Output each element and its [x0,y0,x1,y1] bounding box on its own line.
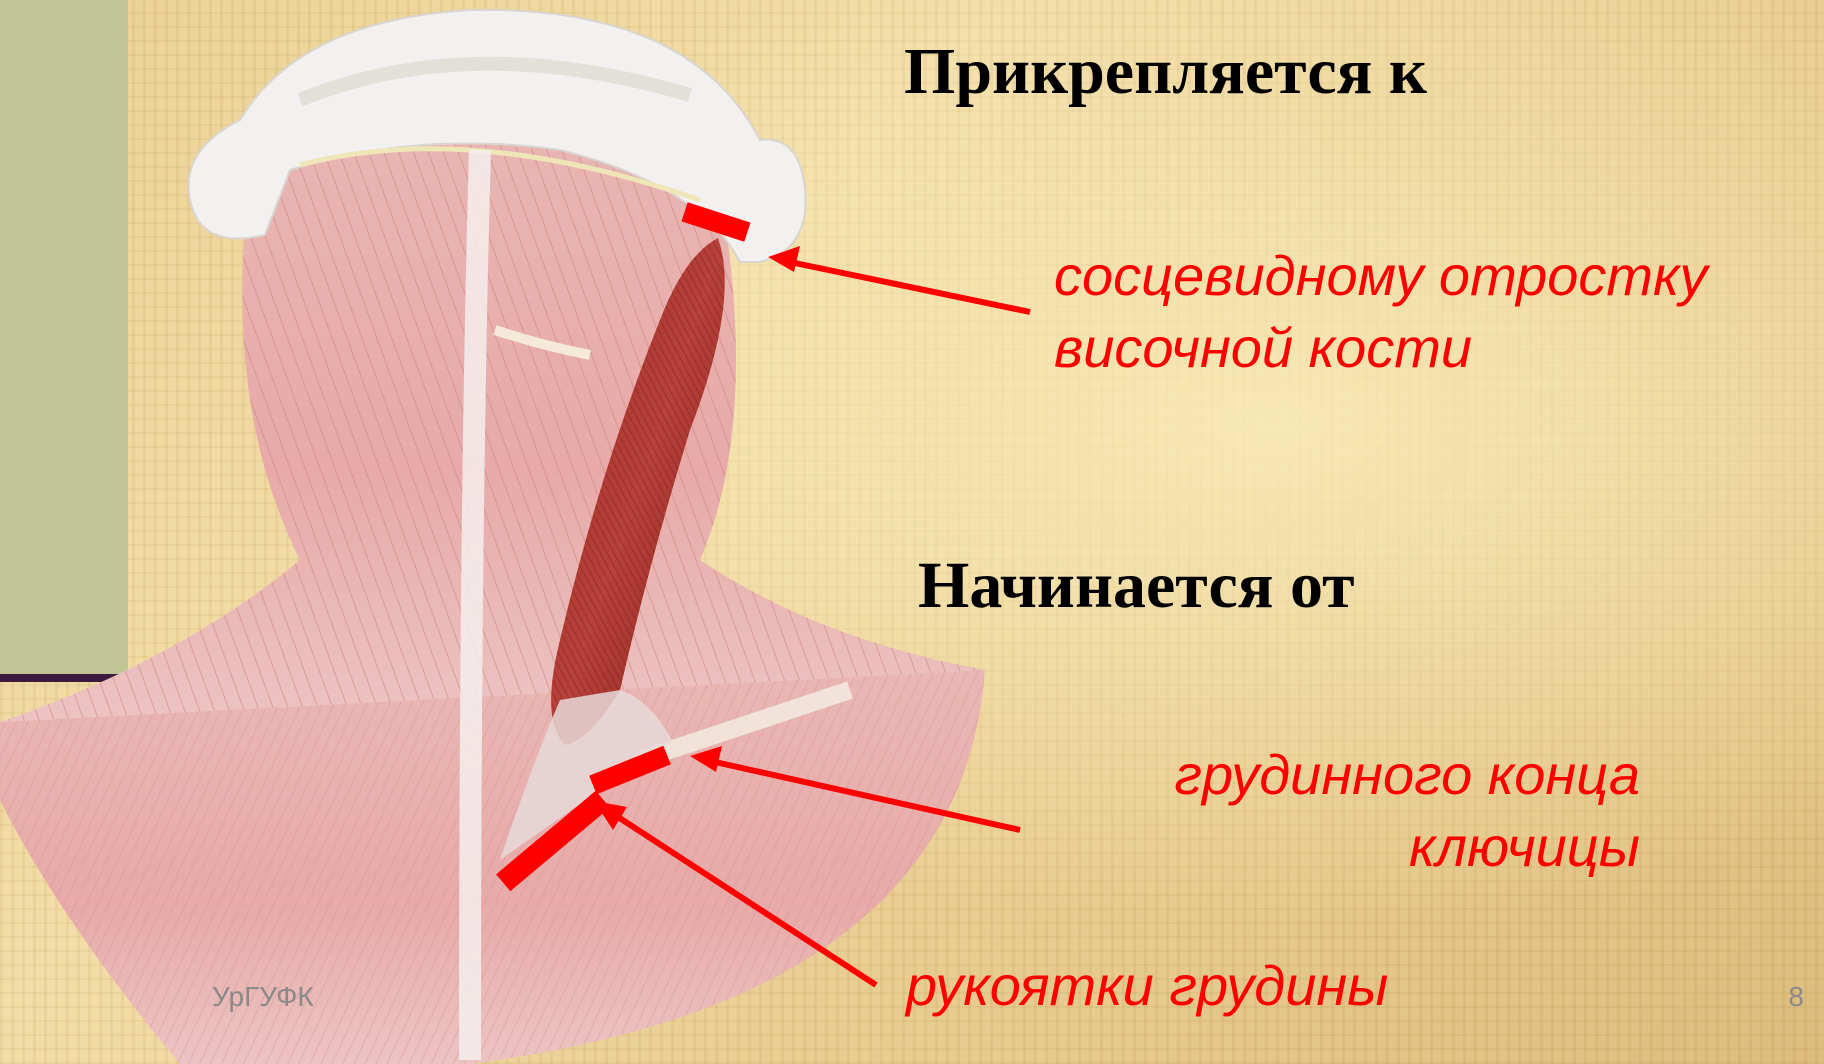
label-line: сосцевидному отростку [1054,240,1707,312]
label-line: грудинного конца [1174,739,1640,811]
arrow-head-icon [594,801,627,830]
label-manubrium-sterni: рукоятки грудины [906,950,1388,1022]
label-line: височной кости [1054,312,1707,384]
arrow-head-icon [768,246,800,272]
slide-number: 8 [1788,981,1804,1013]
footer-organization: УрГУФК [212,981,314,1013]
heading-attaches-to: Прикрепляется к [904,34,1427,110]
heading-originates-from: Начинается от [918,548,1355,624]
label-line: ключицы [1174,811,1640,883]
arrow-icon [615,815,876,985]
label-mastoid-process: сосцевидному отростку височной кости [1054,240,1707,384]
arrow-icon [715,762,1020,830]
label-sternal-end-clavicle: грудинного конца ключицы [1174,739,1640,883]
arrow-icon [790,262,1030,312]
arrow-head-icon [690,746,722,772]
